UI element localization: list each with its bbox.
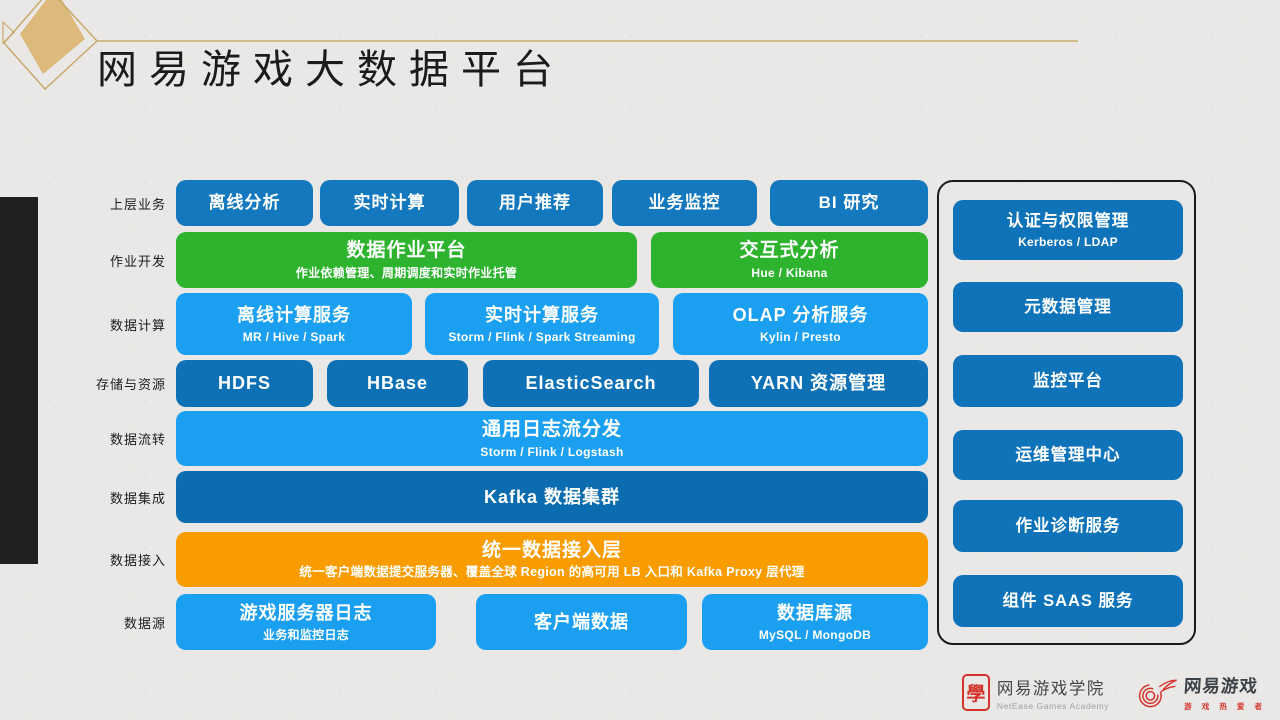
netease-tagline: 游 戏 热 爱 者 (1184, 702, 1266, 711)
row-dataflow: 通用日志流分发 Storm / Flink / Logstash (176, 411, 928, 466)
box-offline-compute-service: 离线计算服务 MR / Hive / Spark (176, 293, 412, 355)
panel-box-saas: 组件 SAAS 服务 (953, 575, 1183, 627)
row-label-source: 数据源 (123, 615, 166, 631)
netease-name: 网易游戏 (1183, 676, 1259, 696)
box-client-data: 客户端数据 (476, 594, 687, 650)
row-label-dataflow: 数据流转 (109, 432, 166, 447)
row-label-storage: 存储与资源 (95, 377, 166, 392)
box-realtime-compute: 实时计算 (320, 180, 459, 226)
box-elasticsearch: ElasticSearch (483, 360, 699, 407)
box-yarn: YARN 资源管理 (709, 360, 928, 407)
box-hbase: HBase (327, 360, 468, 407)
small-triangle-shape (2, 20, 15, 45)
row-storage: HDFS HBase ElasticSearch YARN 资源管理 (176, 360, 928, 407)
page-title: 网易游戏大数据平台 (97, 48, 565, 92)
box-data-job-platform: 数据作业平台 作业依赖管理、周期调度和实时作业托管 (176, 232, 637, 288)
box-offline-analysis: 离线分析 (176, 180, 313, 226)
row-label-business: 上层业务 (109, 196, 166, 212)
panel-box-job-diagnosis: 作业诊断服务 (953, 500, 1183, 552)
box-user-recommend: 用户推荐 (467, 180, 603, 226)
box-olap-service: OLAP 分析服务 Kylin / Presto (673, 293, 928, 355)
left-accent-bar (0, 197, 38, 564)
diamond-ornament (2, 0, 1078, 91)
row-label-job-dev: 作业开发 (109, 253, 166, 269)
academy-subtitle: NetEase Games Academy (996, 700, 1110, 711)
academy-seal-icon: 學 (961, 674, 990, 711)
panel-box-metadata: 元数据管理 (953, 282, 1183, 332)
box-unified-ingest-layer: 统一数据接入层 统一客户端数据提交服务器、覆盖全球 Region 的高可用 LB… (176, 532, 928, 587)
box-realtime-compute-service: 实时计算服务 Storm / Flink / Spark Streaming (425, 293, 659, 355)
academy-name: 网易游戏学院 (996, 679, 1105, 698)
row-label-integration: 数据集成 (109, 490, 166, 506)
footer-logos: 學 网易游戏学院 NetEase Games Academy 网易游戏 游 戏 … (961, 673, 1266, 712)
netease-games-logo: 网易游戏 游 戏 热 爱 者 (1135, 673, 1266, 712)
box-game-server-logs: 游戏服务器日志 业务和监控日志 (176, 594, 436, 650)
box-business-monitor: 业务监控 (612, 180, 757, 226)
row-source: 游戏服务器日志 业务和监控日志 客户端数据 数据库源 MySQL / Mongo… (176, 594, 928, 650)
box-kafka-cluster: Kafka 数据集群 (176, 471, 928, 523)
panel-box-auth: 认证与权限管理 Kerberos / LDAP (953, 200, 1183, 260)
side-panel: 认证与权限管理 Kerberos / LDAP 元数据管理 监控平台 运维管理中… (937, 180, 1196, 645)
row-compute: 离线计算服务 MR / Hive / Spark 实时计算服务 Storm / … (176, 293, 928, 355)
box-database-source: 数据库源 MySQL / MongoDB (702, 594, 928, 650)
box-interactive-analysis: 交互式分析 Hue / Kibana (651, 232, 928, 288)
panel-box-ops-center: 运维管理中心 (953, 430, 1183, 480)
row-job-dev: 数据作业平台 作业依赖管理、周期调度和实时作业托管 交互式分析 Hue / Ki… (176, 232, 928, 288)
netease-academy-logo: 學 网易游戏学院 NetEase Games Academy (961, 674, 1110, 711)
row-label-compute: 数据计算 (109, 317, 166, 333)
filled-diamond-shape (20, 0, 85, 74)
panel-box-monitoring: 监控平台 (953, 355, 1183, 407)
row-business: 离线分析 实时计算 用户推荐 业务监控 BI 研究 (176, 180, 928, 226)
box-bi-research: BI 研究 (770, 180, 928, 226)
row-ingest: 统一数据接入层 统一客户端数据提交服务器、覆盖全球 Region 的高可用 LB… (176, 532, 928, 587)
box-log-stream-dispatch: 通用日志流分发 Storm / Flink / Logstash (176, 411, 928, 466)
row-integration: Kafka 数据集群 (176, 471, 928, 523)
row-label-ingest: 数据接入 (109, 553, 166, 568)
box-hdfs: HDFS (176, 360, 313, 407)
netease-swirl-icon (1139, 679, 1178, 707)
